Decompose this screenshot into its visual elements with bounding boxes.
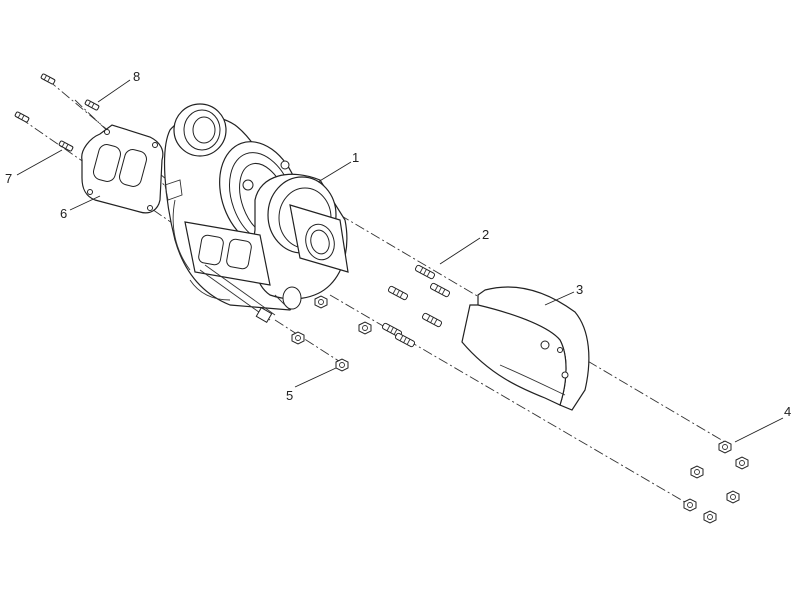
nut <box>683 498 697 512</box>
stud <box>387 285 409 301</box>
heat-shield <box>461 286 590 411</box>
studs <box>14 73 451 348</box>
callout-5: 5 <box>286 388 294 403</box>
callout-8: 8 <box>133 69 141 84</box>
stud <box>14 111 30 123</box>
nut <box>718 440 732 454</box>
nut <box>358 321 372 335</box>
stud <box>84 99 100 111</box>
stud <box>429 282 451 298</box>
callout-3: 3 <box>576 282 584 297</box>
callout-7: 7 <box>5 171 13 186</box>
stud <box>58 140 74 152</box>
nut <box>291 331 305 345</box>
nuts <box>291 295 749 524</box>
nut <box>735 456 749 470</box>
callout-2: 2 <box>482 227 490 242</box>
callout-4: 4 <box>784 404 792 419</box>
stud <box>421 312 443 328</box>
nut <box>335 358 349 372</box>
leader-lines <box>16 79 784 443</box>
callout-6: 6 <box>60 206 68 221</box>
nut <box>690 465 704 479</box>
stud <box>394 332 416 348</box>
nut <box>703 510 717 524</box>
callout-1: 1 <box>352 150 360 165</box>
nut <box>726 490 740 504</box>
stud <box>40 73 56 85</box>
nut <box>314 295 328 309</box>
gasket <box>81 124 164 214</box>
turbocharger-assembly <box>163 103 349 324</box>
stud <box>414 264 436 280</box>
